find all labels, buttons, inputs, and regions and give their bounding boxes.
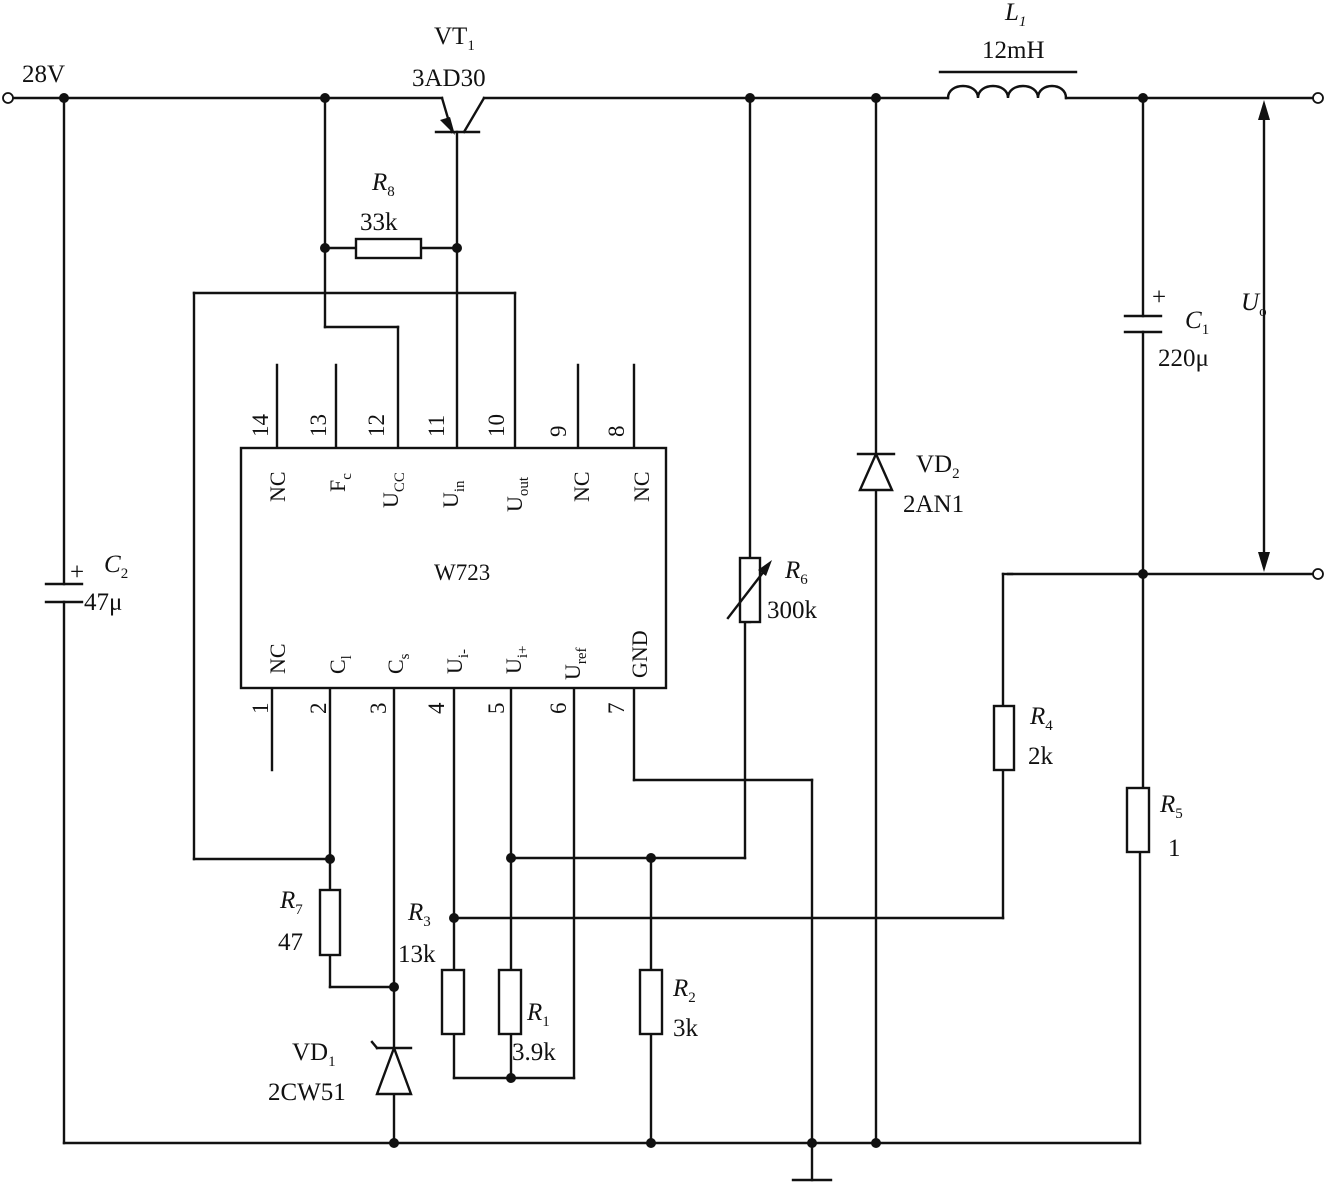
uo-voltage-arrow	[1258, 100, 1270, 572]
vd2-diode	[856, 451, 896, 492]
r1-label: R1	[526, 999, 550, 1030]
c2-polarity: +	[70, 559, 84, 586]
ic-pin-name: NC	[629, 471, 654, 502]
ic-pin-name: Uout	[502, 476, 532, 512]
uo-label: Uo	[1241, 289, 1267, 320]
w723-ic	[239, 446, 668, 690]
r2-resistor	[638, 968, 664, 1036]
ic-pin-name: NC	[569, 471, 594, 502]
r2-value: 3k	[673, 1015, 699, 1042]
c1-value: 220μ	[1158, 345, 1209, 372]
ic-pin-number: 14	[248, 414, 273, 438]
supply-voltage-label: 28V	[22, 61, 65, 88]
l1-inductor	[938, 70, 1078, 100]
ic-pin-name: Cs	[383, 653, 413, 674]
c2-capacitor	[44, 582, 84, 604]
ic-pin-number: 2	[306, 703, 331, 715]
r5-label: R5	[1159, 791, 1183, 822]
r7-value: 47	[278, 929, 303, 956]
ic-pin-name: Uin	[438, 480, 468, 508]
vd1-label: VD1	[292, 1039, 336, 1070]
c2-value: 47μ	[84, 589, 122, 616]
r6-label: R6	[784, 557, 808, 588]
vt1-label: VT1	[434, 23, 475, 54]
ic-name: W723	[434, 560, 490, 585]
c1-label: C1	[1185, 307, 1209, 338]
ic-pin-name: UCC	[378, 472, 408, 508]
ic-pin-name: NC	[265, 643, 290, 674]
l1-label: L1	[1004, 0, 1026, 30]
ic-pin-name: Cl	[325, 655, 355, 674]
r3-resistor	[440, 968, 466, 1036]
ic-pin-name: Uref	[560, 647, 590, 680]
ic-bottom-pins: NC Cl Cs Ui- Ui+ Uref GND 1 2 3 4 5 6 7	[248, 630, 652, 714]
ic-top-pins: 14 13 12 11 10 9 8 NC Fc UCC Uin Uout NC…	[248, 414, 654, 513]
r7-label: R7	[279, 887, 303, 918]
r4-label: R4	[1029, 703, 1053, 734]
r2-label: R2	[672, 975, 696, 1006]
r7-resistor	[318, 888, 342, 957]
r6-value: 300k	[767, 597, 818, 624]
ic-pin-name: Ui-	[442, 649, 472, 674]
vt1-transistor	[434, 96, 486, 135]
ic-pin-number: 8	[604, 426, 629, 438]
ic-pin-name: Fc	[325, 473, 355, 492]
vd1-part: 2CW51	[268, 1079, 346, 1106]
vd2-label: VD2	[916, 451, 960, 482]
ic-pin-name: NC	[265, 471, 290, 502]
junction-dots	[59, 93, 1148, 1148]
ic-pin-number: 7	[604, 703, 629, 715]
ic-pin-number: 13	[306, 414, 331, 437]
r8-value: 33k	[360, 209, 398, 236]
r6-variable-resistor	[726, 556, 772, 624]
output-negative-terminal	[1312, 568, 1324, 580]
r1-resistor	[497, 968, 523, 1036]
ic-pin-number: 9	[546, 426, 571, 438]
input-terminal	[2, 92, 14, 104]
ic-pin-name: Ui+	[501, 645, 531, 674]
ic-pin-number: 11	[424, 415, 449, 437]
r3-value: 13k	[398, 941, 436, 968]
c2-label: C2	[104, 551, 128, 582]
r1-value: 3.9k	[512, 1039, 556, 1066]
r8-resistor	[354, 237, 423, 260]
ic-pin-number: 12	[364, 414, 389, 437]
r5-value: 1	[1168, 835, 1181, 862]
ic-pin-number: 3	[366, 703, 391, 715]
ic-pin-number: 6	[546, 703, 571, 715]
ic-pin-name: GND	[627, 630, 652, 678]
vd2-part: 2AN1	[903, 491, 964, 518]
r4-value: 2k	[1028, 743, 1054, 770]
ic-pin-number: 1	[248, 703, 273, 715]
output-positive-terminal	[1312, 92, 1324, 104]
vd1-zener-diode	[370, 1040, 413, 1096]
ic-pin-number: 5	[484, 703, 509, 715]
ic-pin-number: 10	[484, 414, 509, 437]
c1-polarity: +	[1152, 284, 1166, 311]
r8-label: R8	[371, 169, 395, 200]
l1-value: 12mH	[982, 37, 1045, 64]
r4-resistor	[992, 704, 1016, 772]
vt1-part: 3AD30	[412, 65, 486, 92]
ic-pin-number: 4	[424, 702, 449, 714]
r3-label: R3	[407, 899, 431, 930]
r5-resistor	[1125, 786, 1151, 854]
c1-capacitor	[1123, 314, 1163, 334]
